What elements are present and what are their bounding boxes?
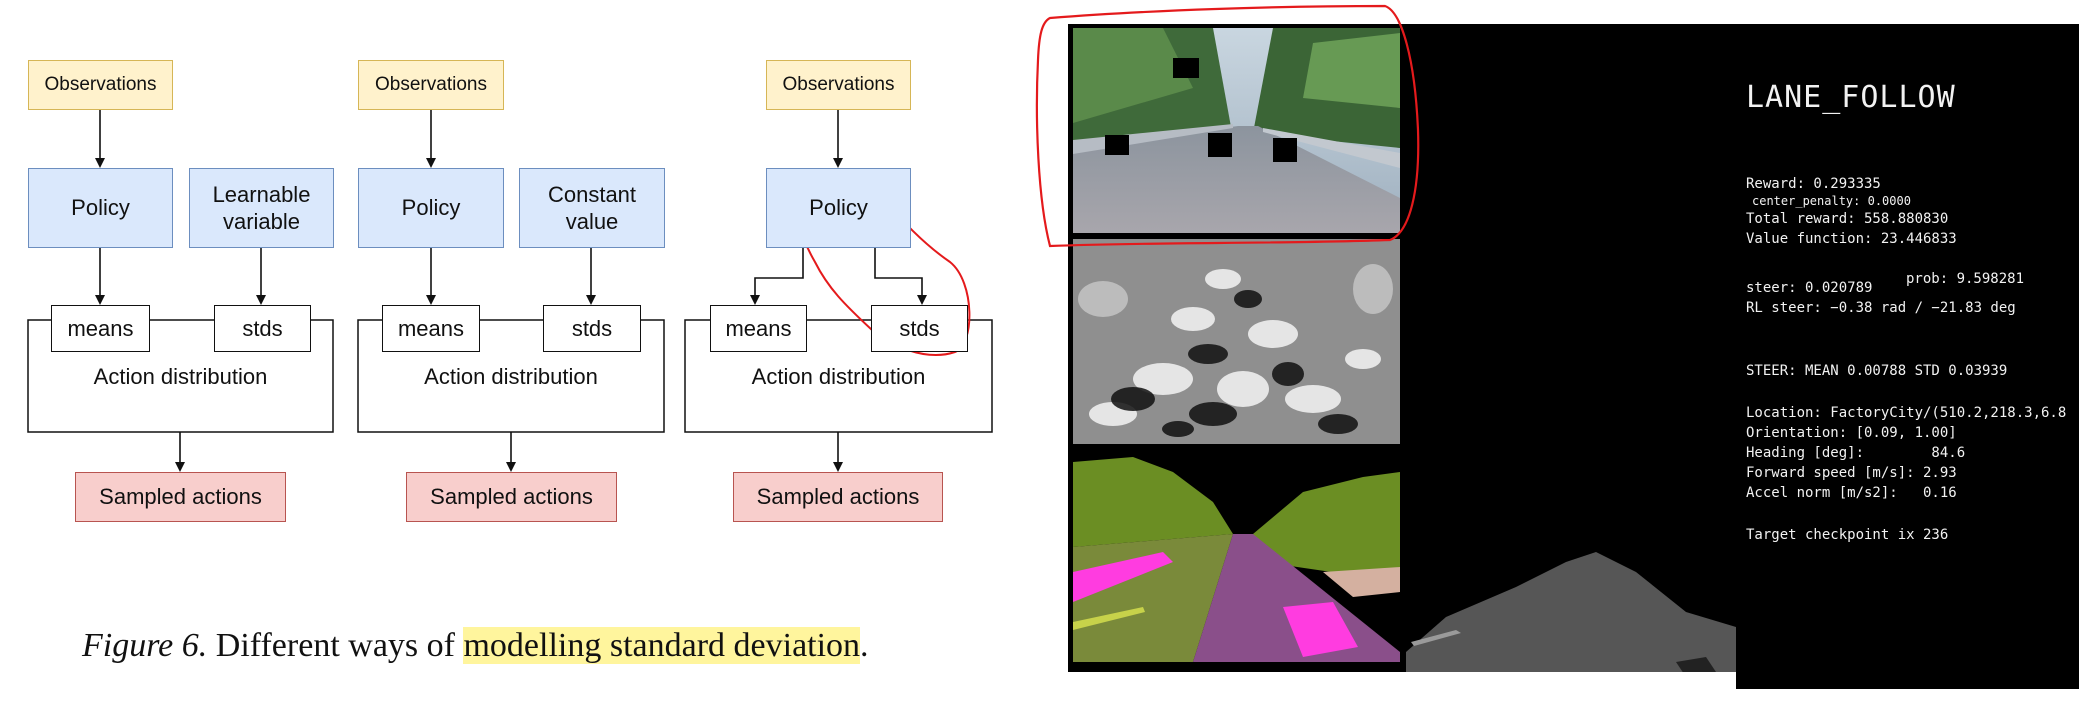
action-distribution-label-1: Action distribution bbox=[93, 364, 268, 389]
policy-box-3: Policy bbox=[766, 168, 911, 248]
orientation-readout: Orientation: [0.09, 1.00] bbox=[1746, 425, 1957, 441]
constant-value-box: Constant value bbox=[519, 168, 665, 248]
means-box-2: means bbox=[382, 305, 480, 352]
steer-stats-readout: STEER: MEAN 0.00788 STD 0.03939 bbox=[1746, 363, 2008, 379]
sampled-actions-box-3: Sampled actions bbox=[733, 472, 943, 522]
accel-norm-readout: Accel norm [m/s2]: 0.16 bbox=[1746, 485, 1957, 501]
caption-figure-number: Figure 6. bbox=[82, 627, 208, 664]
reward-readout: Reward: 0.293335 bbox=[1746, 176, 1881, 192]
value-function-readout: Value function: 23.446833 bbox=[1746, 231, 1957, 247]
caption-text: Different ways of bbox=[215, 627, 455, 664]
steer-readout: steer: 0.020789 bbox=[1746, 280, 1873, 296]
camera-rgb-view bbox=[1073, 28, 1400, 233]
panel-bottom-strip bbox=[1068, 672, 1736, 689]
caption-highlight: modelling standard deviation bbox=[463, 627, 861, 664]
red-annotation-outline bbox=[1035, 4, 1420, 248]
total-reward-readout: Total reward: 558.880830 bbox=[1746, 211, 1949, 227]
policy-box-2: Policy bbox=[358, 168, 504, 248]
stds-box-1: stds bbox=[214, 305, 311, 352]
heading-readout: Heading [deg]: 84.6 bbox=[1746, 445, 1966, 461]
learnable-variable-box: Learnable variable bbox=[189, 168, 334, 248]
policy-box-1: Policy bbox=[28, 168, 173, 248]
stds-box-3: stds bbox=[871, 305, 968, 352]
observations-box-2: Observations bbox=[358, 60, 504, 110]
target-checkpoint-readout: Target checkpoint ix 236 bbox=[1746, 527, 1949, 543]
depth-map-view bbox=[1406, 452, 1736, 689]
action-distribution-label-3: Action distribution bbox=[751, 364, 926, 389]
mode-label: LANE_FOLLOW bbox=[1746, 80, 1956, 115]
sampled-actions-box-2: Sampled actions bbox=[406, 472, 617, 522]
figure-caption: Figure 6. Different ways of modelling st… bbox=[82, 627, 869, 665]
semantic-segmentation-view bbox=[1073, 452, 1400, 662]
observations-box-3: Observations bbox=[766, 60, 911, 110]
center-penalty-readout: center_penalty: 0.0000 bbox=[1752, 194, 1911, 208]
caption-period: . bbox=[860, 627, 869, 664]
means-box-3: means bbox=[710, 305, 807, 352]
rl-steer-readout: RL steer: −0.38 rad / −21.83 deg bbox=[1746, 300, 2016, 316]
action-distribution-label-2: Action distribution bbox=[424, 364, 598, 389]
rl-visualization-panel: LANE_FOLLOW Reward: 0.293335 center_pena… bbox=[1068, 24, 2079, 689]
means-box-1: means bbox=[51, 305, 150, 352]
forward-speed-readout: Forward speed [m/s]: 2.93 bbox=[1746, 465, 1957, 481]
stds-box-2: stds bbox=[543, 305, 641, 352]
observations-box-1: Observations bbox=[28, 60, 173, 110]
attribution-map-view bbox=[1073, 239, 1400, 444]
prob-readout: prob: 9.598281 bbox=[1906, 271, 2025, 287]
location-readout: Location: FactoryCity/(510.2,218.3,6.8 bbox=[1746, 405, 2067, 421]
camera-annotation-overlay bbox=[1035, 4, 1420, 248]
sampled-actions-box-1: Sampled actions bbox=[75, 472, 286, 522]
